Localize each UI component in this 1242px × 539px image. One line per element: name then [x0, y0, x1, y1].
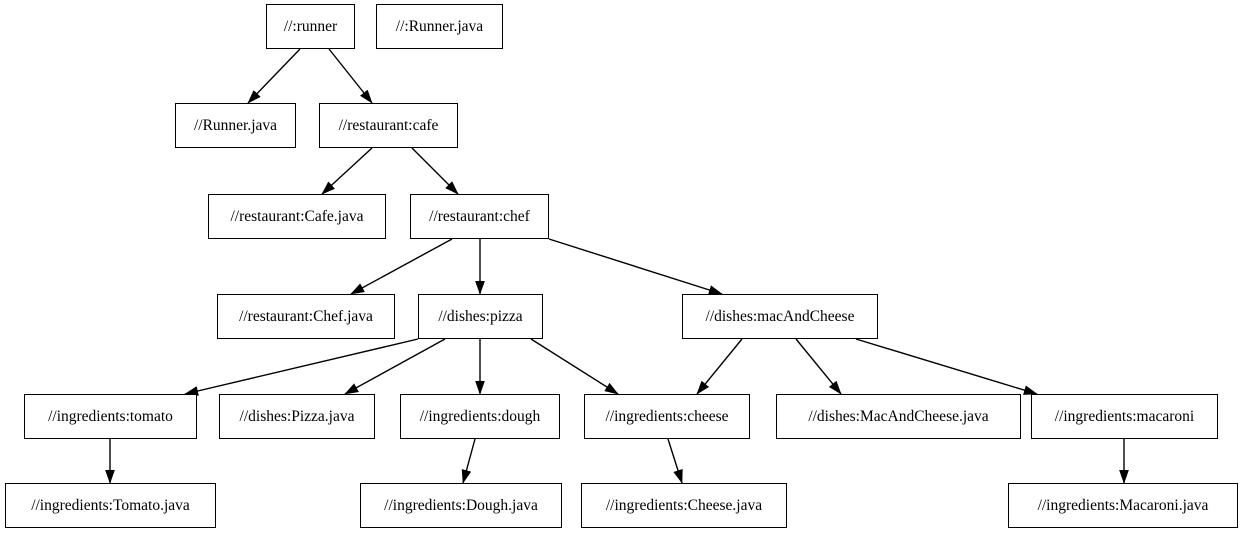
graph-edge-dishes_macandcheese-to-ingredients_macaroni: [855, 338, 1038, 395]
graph-node-restaurant_cafe[interactable]: //restaurant:cafe: [319, 103, 458, 148]
graph-edge-dishes_pizza-to-ingredients_tomato: [184, 338, 419, 396]
graph-edge-restaurant_cafe-to-restaurant_cafe_java: [321, 147, 373, 195]
graph-edge-runner-to-runner_java: [247, 48, 301, 104]
graph-node-restaurant_chef_java[interactable]: //restaurant:Chef.java: [217, 294, 395, 339]
graph-edge-dishes_macandcheese-to-ingredients_cheese: [696, 338, 743, 395]
graph-edge-dishes_pizza-to-dishes_pizza_java: [344, 338, 446, 395]
graph-node-ingredients_dough_java[interactable]: //ingredients:Dough.java: [360, 483, 562, 528]
graph-node-restaurant_chef[interactable]: //restaurant:chef: [410, 194, 549, 239]
graph-node-ingredients_tomato[interactable]: //ingredients:tomato: [24, 394, 197, 439]
graph-edge-restaurant_cafe-to-restaurant_chef: [411, 147, 459, 195]
graph-edge-ingredients_cheese-to-ingredients_cheese_java: [667, 438, 683, 484]
graph-node-ingredients_dough[interactable]: //ingredients:dough: [400, 394, 560, 439]
graph-node-dishes_pizza_java[interactable]: //dishes:Pizza.java: [219, 394, 375, 439]
graph-node-dishes_macandcheese[interactable]: //dishes:macAndCheese: [682, 294, 878, 339]
graph-node-ingredients_tomato_java[interactable]: //ingredients:Tomato.java: [5, 483, 216, 528]
graph-edge-dishes_pizza-to-ingredients_cheese: [530, 338, 619, 395]
graph-node-dishes_pizza[interactable]: //dishes:pizza: [418, 294, 543, 339]
graph-node-ingredients_macaroni[interactable]: //ingredients:macaroni: [1031, 394, 1218, 439]
graph-node-runner[interactable]: //:runner: [266, 4, 355, 49]
graph-node-ingredients_cheese[interactable]: //ingredients:cheese: [584, 394, 750, 439]
graph-node-runner_java[interactable]: //Runner.java: [175, 103, 296, 148]
graph-edge-ingredients_dough-to-ingredients_dough_java: [461, 438, 476, 484]
graph-node-restaurant_cafe_java[interactable]: //restaurant:Cafe.java: [208, 194, 386, 239]
graph-node-dishes_macandcheese_java[interactable]: //dishes:MacAndCheese.java: [776, 394, 1021, 439]
graph-edge-runner-to-restaurant_cafe: [328, 48, 373, 104]
graph-node-ingredients_macaroni_java[interactable]: //ingredients:Macaroni.java: [1008, 483, 1238, 528]
graph-edge-restaurant_chef-to-dishes_macandcheese: [548, 238, 723, 295]
graph-node-runner_java_root[interactable]: //:Runner.java: [376, 4, 503, 49]
graph-edge-restaurant_chef-to-restaurant_chef_java: [350, 238, 453, 295]
graph-edge-dishes_macandcheese-to-dishes_macandcheese_java: [795, 338, 842, 395]
graph-node-ingredients_cheese_java[interactable]: //ingredients:Cheese.java: [581, 483, 787, 528]
